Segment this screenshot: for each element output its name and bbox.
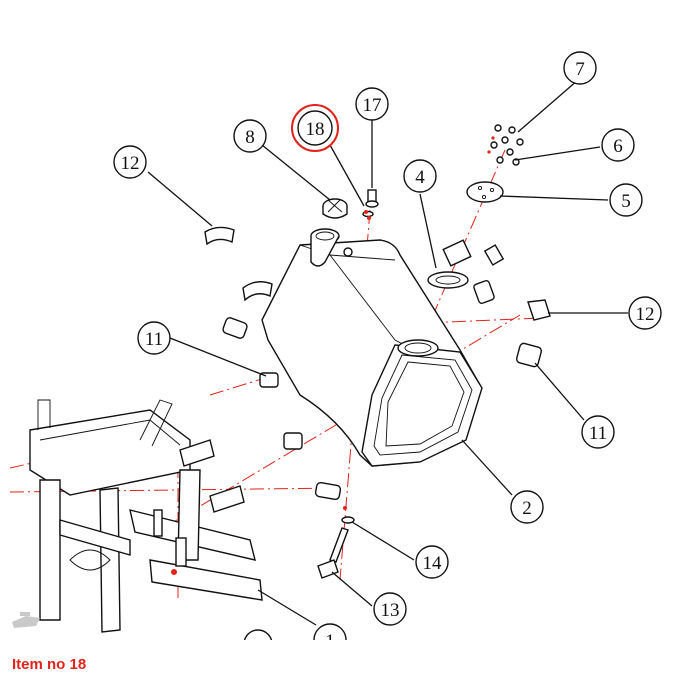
callout-label: 11 <box>589 423 607 444</box>
callout-2: 2 <box>510 490 544 524</box>
callout-label: 2 <box>522 498 532 519</box>
callout-11-left: 11 <box>137 321 171 355</box>
callout-label: 13 <box>381 600 400 621</box>
rubber-pads <box>222 317 543 501</box>
callout-7: 7 <box>563 51 597 85</box>
callout-label: 14 <box>423 553 443 574</box>
screws-cluster <box>487 124 524 166</box>
callout-label: 12 <box>121 153 140 174</box>
frame-assembly <box>29 399 263 633</box>
callout-13: 13 <box>373 592 407 626</box>
callout-12-right: 12 <box>628 296 662 330</box>
tank-cap <box>322 198 348 219</box>
callout-label: 6 <box>613 136 623 157</box>
drain-plug <box>317 506 355 579</box>
callout-18: 18 <box>291 104 339 152</box>
callout-label: 4 <box>415 167 425 188</box>
callout-label: 12 <box>636 304 655 325</box>
fuel-tank <box>261 228 483 467</box>
callout-1: 1 <box>313 623 347 640</box>
callout-label: 8 <box>245 127 255 148</box>
callout-label: 1 <box>325 631 335 640</box>
item-caption: Item no 18 <box>12 656 87 673</box>
callout-6: 6 <box>601 128 635 162</box>
callout-5: 5 <box>609 183 643 217</box>
vent-fitting <box>362 189 379 220</box>
callout-label: 17 <box>363 95 382 116</box>
callout-label: 11 <box>145 329 163 350</box>
callout-17: 17 <box>355 87 389 121</box>
callout-8: 8 <box>233 119 267 153</box>
exploded-parts-diagram: 7 6 5 4 8 18 17 12 12 11 11 2 <box>9 51 662 640</box>
strap-pads <box>204 226 551 321</box>
callout-label: 7 <box>575 59 585 80</box>
watermark-logo <box>12 612 40 628</box>
callout-label: 5 <box>621 191 631 212</box>
callout-12-left: 12 <box>113 145 147 179</box>
callout-4: 4 <box>403 159 437 193</box>
leader-lines <box>147 79 628 626</box>
callout-14: 14 <box>415 545 449 579</box>
callout-11-right: 11 <box>581 415 615 449</box>
callout-label: 18 <box>306 119 325 140</box>
highlight-ring <box>291 104 339 152</box>
sender-unit <box>427 181 505 304</box>
callout-partial <box>243 629 273 640</box>
